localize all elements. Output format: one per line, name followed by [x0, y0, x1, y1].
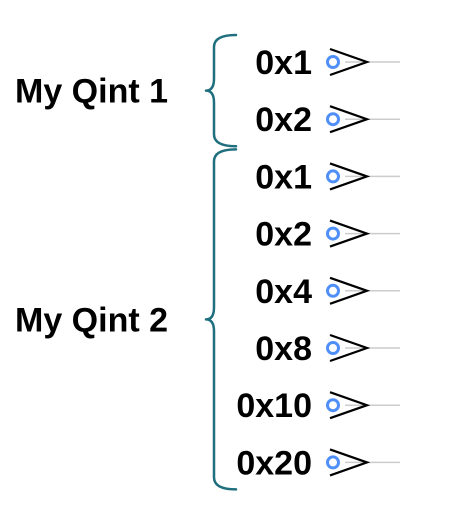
bit-row: 0x8	[255, 330, 400, 368]
port-ring-icon[interactable]	[326, 455, 340, 470]
bit-label: 0x20	[236, 444, 312, 482]
bit-label: 0x10	[236, 387, 312, 425]
port-ring-icon[interactable]	[326, 55, 340, 69]
group-brace	[204, 148, 238, 491]
output-arrow-icon[interactable]	[329, 105, 371, 134]
output-arrow-icon[interactable]	[329, 391, 371, 420]
output-arrow-icon[interactable]	[329, 162, 371, 191]
output-arrow-icon[interactable]	[329, 219, 371, 248]
port-ring-icon[interactable]	[326, 169, 340, 184]
output-arrow-icon[interactable]	[329, 333, 371, 363]
bit-label: 0x2	[255, 101, 312, 139]
bit-row: 0x1	[255, 158, 400, 196]
group-label: My Qint 2	[15, 301, 168, 339]
port-ring-icon[interactable]	[326, 398, 340, 413]
port-ring-icon[interactable]	[326, 283, 340, 298]
output-arrow-icon[interactable]	[329, 47, 371, 77]
bit-row: 0x20	[236, 444, 400, 482]
output-arrow-icon[interactable]	[329, 276, 371, 305]
output-arrow-icon[interactable]	[329, 448, 371, 477]
bit-row: 0x2	[255, 216, 400, 254]
bit-label: 0x8	[255, 330, 312, 368]
bit-row: 0x2	[255, 101, 400, 139]
bit-row: 0x4	[255, 273, 400, 311]
qint-group: My Qint 2 0x1 0x2 0x4 0x8 0x10 0x20	[15, 148, 400, 491]
bit-row: 0x1	[255, 44, 400, 82]
bit-label: 0x1	[255, 158, 312, 196]
bit-label: 0x4	[255, 273, 312, 311]
bit-label: 0x2	[255, 216, 312, 254]
port-ring-icon[interactable]	[326, 112, 340, 127]
port-ring-icon[interactable]	[326, 341, 340, 355]
port-ring-icon[interactable]	[326, 226, 340, 241]
group-brace	[204, 33, 238, 148]
bit-row: 0x10	[236, 387, 400, 425]
group-label: My Qint 1	[15, 73, 168, 111]
qint-group: My Qint 1 0x1 0x2	[15, 33, 400, 148]
bit-label: 0x1	[255, 44, 312, 82]
